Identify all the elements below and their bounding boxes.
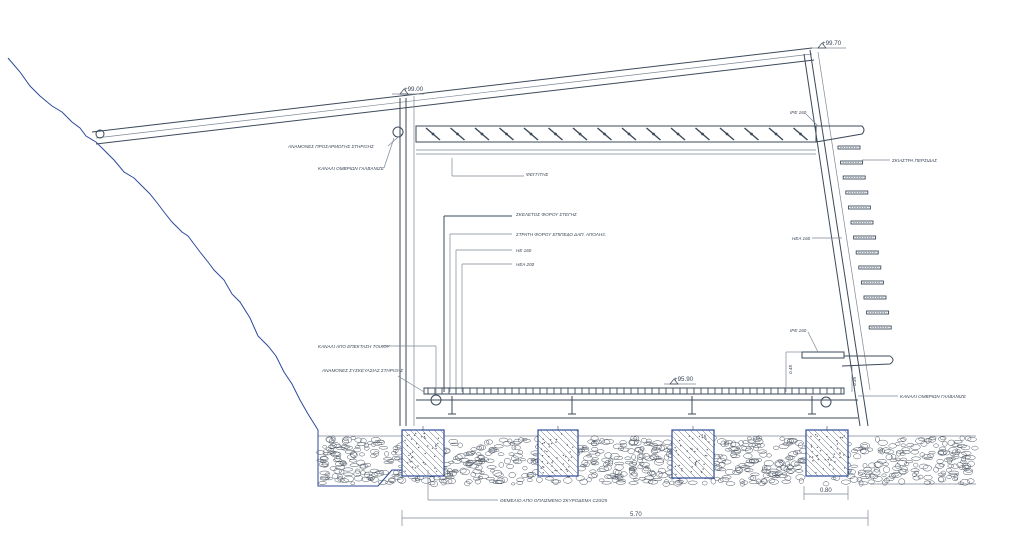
label-channel-ext: ΚΑΝΑΛΙ ΑΠΟ ΕΠΕΚΤΑΣΗ ΤΟΙΧΟΥ (318, 344, 391, 349)
right-column-line (817, 51, 871, 391)
floor-deck (423, 387, 845, 395)
label-ipe-lower: IPE 160 (790, 328, 807, 333)
footing-1 (401, 426, 445, 477)
label-drain-holes: ΑΝΑΜΟΝΕΣ ΣΥΣΚΕΥΑΣΙΑΣ ΣΤΗΡΙΞΗΣ (321, 368, 403, 373)
label-riser: 0.45 (788, 365, 793, 374)
label-gutter-left: ΚΑΝΑΛΙ ΟΜΒΡΙΩΝ ΓΑΛΒΑΝΙΖΕ (318, 166, 385, 171)
rafter-anchor-icon (95, 129, 105, 139)
roof-rafter-mid (95, 53, 813, 139)
label-hea-small: HE 160 (516, 248, 532, 253)
footing-4 (805, 426, 849, 477)
label-beam: HEA 200 (516, 262, 535, 267)
terrain-line (7, 57, 319, 442)
roof-overhang (815, 125, 865, 143)
deck-ticks (427, 388, 842, 394)
floor-posts (448, 396, 816, 415)
footing-width-dim: 0.80 (820, 488, 832, 494)
side-louvres (837, 145, 892, 330)
footing-3 (671, 426, 715, 479)
level-marker-eave: +99.00 (392, 86, 424, 95)
label-ipe-top: IPE 160 (790, 110, 807, 115)
ridge-level: +99.70 (822, 40, 842, 47)
label-sheeting: ΑΝΑΜΟΝΕΣ ΠΡΟΣΑΡΜΟΓΗΣ ΣΤΗΡΙΞΗΣ (287, 144, 374, 149)
excavation-outline (317, 442, 402, 487)
level-marker-floor: +95.90 (664, 376, 696, 385)
floor-level: +95.90 (674, 376, 694, 383)
roof-rafter-bottom (95, 59, 815, 145)
roof-rafter-top (91, 47, 813, 133)
label-frame-1: ΣΚΕΛΕΤΟΣ ΦΟΡΟΥ ΣΤΕΓΗΣ (515, 212, 577, 217)
level-marker-ridge: +99.70 (812, 40, 846, 49)
right-column-inner (803, 53, 861, 427)
foundation-footings (401, 426, 849, 479)
gutter-left-icon (392, 126, 404, 138)
label-louvres: ΣΚΙΑΣΤΡΑ ΠΕΡΣΙΔΑΣ (891, 158, 937, 163)
landing-step (801, 351, 845, 359)
label-gutter-right: ΚΑΝΑΛΙ ΟΜΒΡΙΩΝ ΓΑΛΒΑΝΙΖΕ (900, 394, 967, 399)
label-frame-2: ΣΤΡΑΤΗ ΦΟΡΟΥ ΕΠΙΠΕΔΟ ΔΑΠ. ΑΠΟΛΗΞ. (515, 232, 606, 237)
roof-louvres (425, 127, 808, 141)
footing-2 (537, 426, 579, 477)
label-foundation: ΘΕΜΕΛΙΟ ΑΠΟ ΟΠΛΙΣΜΕΝΟ ΣΚΥΡΟΔΕΜΑ C20/25 (500, 498, 608, 503)
floor-pipe-left-icon (430, 394, 442, 406)
floor-pipe-right-icon (820, 396, 832, 408)
roof-beam (415, 125, 817, 143)
leader-lines (382, 113, 898, 501)
total-width-dim: 5.70 (630, 512, 642, 518)
label-offset: 0.35 (852, 377, 857, 386)
label-hea: HEA 160 (792, 236, 811, 241)
label-purlins: ΦΕΓΓΙΤΗΣ (526, 172, 549, 177)
landing-slab (841, 355, 894, 367)
eave-level: +99.00 (404, 86, 424, 93)
